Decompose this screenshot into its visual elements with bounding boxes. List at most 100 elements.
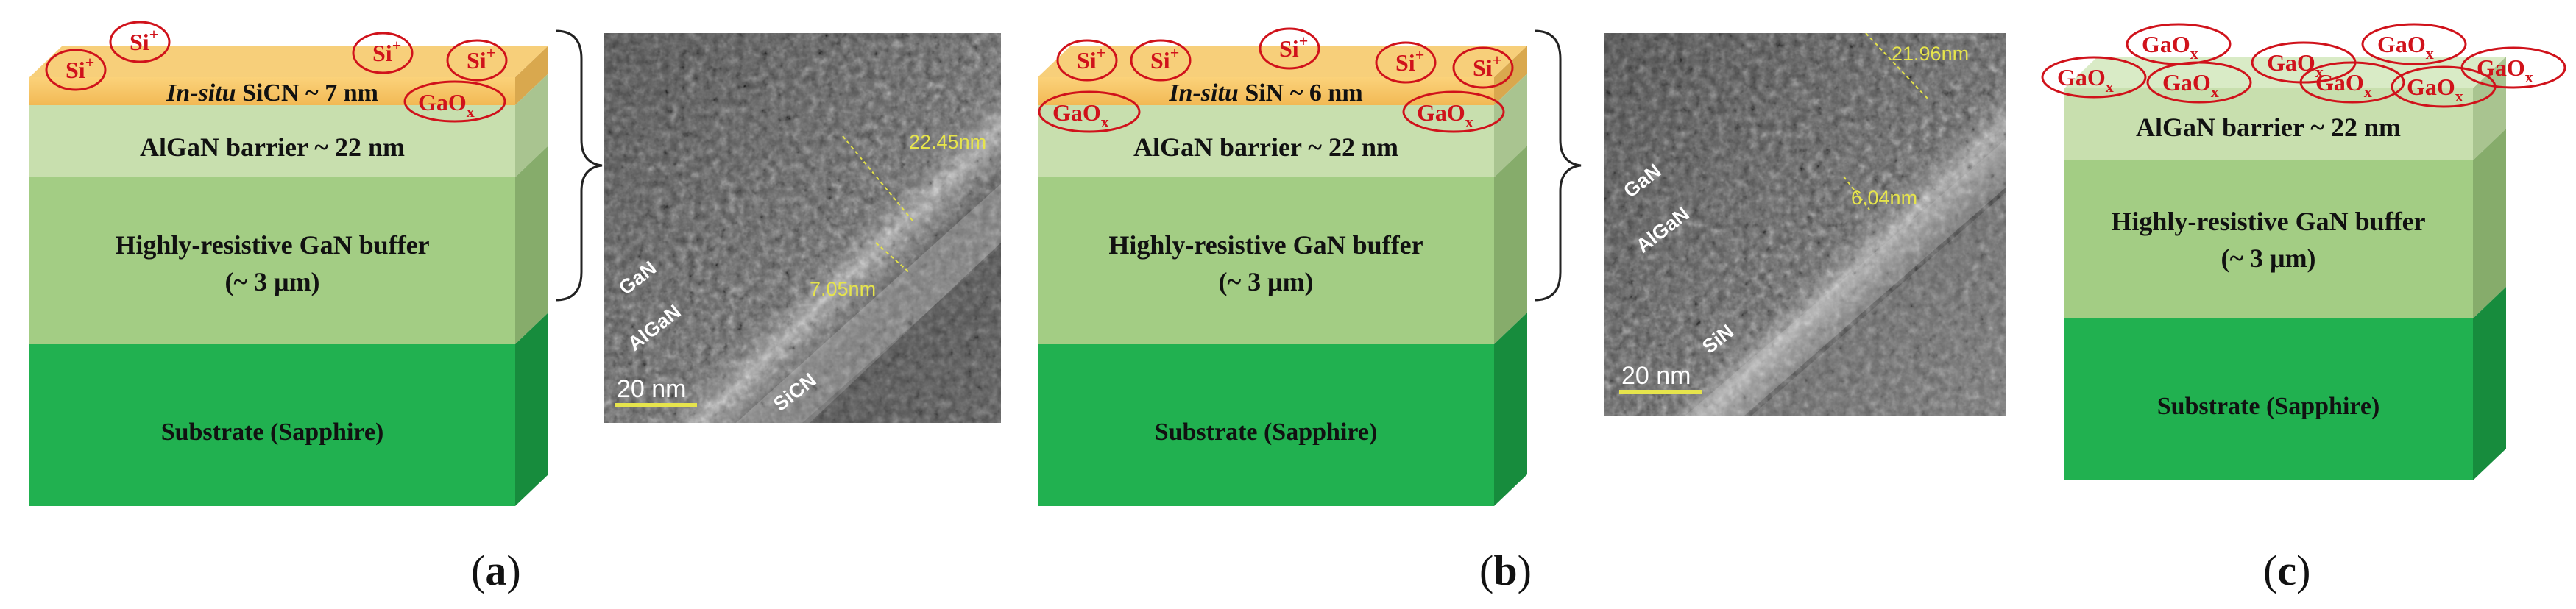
gao-ion-icon	[2146, 61, 2252, 104]
panel-b-barrier-layer	[1038, 105, 1494, 177]
panel-c-caption: (c)	[2263, 546, 2311, 594]
panel-c-substrate-text: Substrate (Sapphire)	[2157, 393, 2380, 420]
si-ion-icon	[1259, 27, 1320, 70]
panel-c-ions	[2041, 23, 2566, 108]
tem-a-measure-1: 22.45nm	[909, 131, 986, 153]
gao-label: GaO	[2477, 54, 2525, 81]
si-ion-icon	[1375, 41, 1437, 84]
panel-c-buffer-layer	[2064, 160, 2473, 318]
panel-a-buffer-text-2: (~ 3 μm)	[224, 267, 319, 296]
panel-b-buffer-text-2: (~ 3 μm)	[1218, 267, 1313, 296]
panel-c-buffer-text-2: (~ 3 μm)	[2221, 243, 2315, 273]
gao-ion-icon	[2299, 61, 2405, 104]
panel-b-buffer-side	[1494, 146, 1527, 344]
panel-a-substrate-layer	[29, 344, 515, 506]
si-label: Si	[1473, 54, 1493, 81]
panel-b-ions	[1038, 27, 1514, 133]
panel-b-substrate-side	[1494, 313, 1527, 506]
si-ion-icon	[1130, 39, 1192, 82]
svg-text:GaOx: GaOx	[2162, 69, 2219, 101]
si-label: Si	[1395, 49, 1415, 76]
panel-c-substrate-side	[2473, 287, 2506, 480]
panel-a-buffer-side	[515, 146, 548, 344]
si-label: Si	[130, 29, 149, 55]
svg-text:Si+: Si+	[66, 53, 94, 83]
gao-label: GaO	[418, 89, 467, 115]
si-label: Si	[467, 47, 486, 74]
panel-c-substrate-layer	[2064, 318, 2473, 480]
panel-a-buffer-layer	[29, 177, 515, 344]
si-label: Si	[66, 57, 85, 83]
gao-label: GaO	[2407, 74, 2455, 100]
si-ion-icon	[45, 49, 107, 91]
panel-a-caption: (a)	[471, 546, 521, 594]
gao-label: GaO	[1417, 99, 1465, 126]
si-ion-icon	[446, 39, 508, 82]
si-ion-icon	[109, 21, 171, 63]
panel-c-buffer-text-1: Highly-resistive GaN buffer	[2111, 207, 2425, 236]
panel-b-substrate-text: Substrate (Sapphire)	[1155, 419, 1378, 446]
svg-text:Si+: Si+	[1077, 43, 1105, 74]
svg-text:GaOx: GaOx	[418, 89, 475, 121]
gao-label: GaO	[2377, 31, 2426, 57]
si-ion-icon	[1452, 46, 1514, 89]
gao-label: GaO	[2162, 69, 2211, 96]
panel-a-ions	[45, 21, 508, 123]
panel-a-brace	[555, 29, 603, 302]
svg-text:Si+: Si+	[130, 25, 158, 55]
tem-a-measure-2: 7.05nm	[810, 278, 876, 300]
svg-text:GaOx: GaOx	[2477, 54, 2533, 86]
panel-b-buffer-layer	[1038, 177, 1494, 344]
panel-c-stack: AlGaN barrier ~ 22 nm Highly-resistive G…	[2064, 57, 2506, 480]
panel-b-stack: In-situ SiN ~ 6 nm AlGaN barrier ~ 22 nm…	[1038, 46, 1527, 506]
panel-b-top-face	[1038, 46, 1527, 77]
panel-b-barrier-text: AlGaN barrier ~ 22 nm	[1133, 132, 1398, 162]
gao-label: GaO	[2267, 49, 2315, 76]
panel-b-brace	[1534, 29, 1582, 302]
panel-a-cap-side	[515, 46, 548, 105]
tem-b-scalebar-label: 20 nm	[1621, 362, 1691, 390]
panel-b-substrate-layer	[1038, 344, 1494, 506]
panel-a-buffer-text-1: Highly-resistive GaN buffer	[115, 230, 429, 260]
tem-a-scalebar-label: 20 nm	[617, 375, 687, 403]
panel-a-top-face	[29, 46, 548, 77]
gao-label: GaO	[1052, 99, 1101, 126]
panel-a-substrate-side	[515, 313, 548, 506]
panel-b-caption: (b)	[1479, 546, 1532, 594]
panel-a-barrier-side	[515, 74, 548, 177]
si-label: Si	[372, 40, 392, 66]
si-label: Si	[1077, 47, 1097, 74]
panel-a-stack: In-situ SiCN ~ 7 nm AlGaN barrier ~ 22 n…	[29, 46, 548, 506]
panel-a-tem-image: 22.45nm 7.05nm GaN AlGaN SiCN 20 nm	[604, 33, 1001, 423]
svg-text:Si+: Si+	[467, 43, 495, 74]
tem-b-measure-2: 6.04nm	[1851, 187, 1917, 209]
svg-text:GaOx: GaOx	[2377, 31, 2434, 63]
svg-text:Si+: Si+	[1473, 51, 1501, 81]
panel-b-cap-layer	[1038, 77, 1494, 105]
svg-text:GaOx: GaOx	[2142, 31, 2198, 63]
panel-b-tem-image: 21.96nm 6.04nm GaN AlGaN SiN 20 nm	[1604, 33, 2006, 416]
svg-text:Si+: Si+	[372, 36, 401, 66]
panel-b-cap-text: In-situ SiN ~ 6 nm	[1168, 79, 1362, 107]
gao-ion-icon	[2041, 56, 2147, 99]
panel-b-barrier-side	[1494, 74, 1527, 177]
gao-ion-icon	[2361, 23, 2467, 65]
gao-label: GaO	[2142, 31, 2190, 57]
panel-a-cap-text: In-situ SiCN ~ 7 nm	[166, 79, 378, 107]
svg-text:GaOx: GaOx	[1417, 99, 1473, 131]
tem-a-scalebar	[615, 403, 697, 407]
panel-b-buffer-text-1: Highly-resistive GaN buffer	[1108, 230, 1423, 260]
panel-c-buffer-side	[2473, 129, 2506, 318]
si-ion-icon	[352, 32, 414, 74]
gao-label: GaO	[2315, 69, 2364, 96]
panel-a-substrate-text: Substrate (Sapphire)	[161, 419, 384, 446]
gao-ion-icon	[2460, 46, 2566, 89]
tem-b-scalebar	[1619, 390, 1702, 394]
gao-label: GaO	[2057, 64, 2106, 90]
gao-ion-icon	[1038, 90, 1141, 133]
svg-text:GaOx: GaOx	[2057, 64, 2114, 96]
svg-text:GaOx: GaOx	[1052, 99, 1109, 131]
si-label: Si	[1150, 47, 1170, 74]
si-label: Si	[1279, 35, 1299, 62]
